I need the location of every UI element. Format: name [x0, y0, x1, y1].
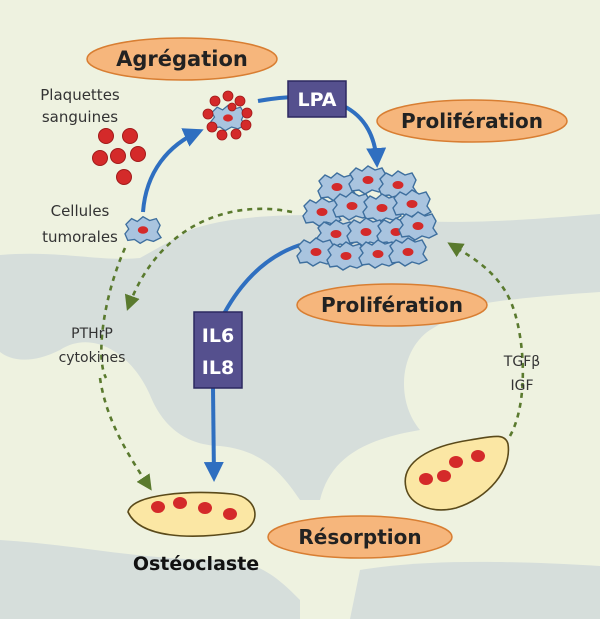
arrow-cells-to-aggregation	[141, 128, 204, 213]
label-resorption: Résorption	[298, 525, 421, 549]
label-cellules: Cellules	[51, 202, 110, 220]
label-il8: IL8	[202, 357, 234, 379]
label-plaquettes: Plaquettes	[40, 86, 120, 104]
bone-tissue	[0, 214, 600, 619]
label-sanguines: sanguines	[42, 108, 118, 126]
tumor-cell	[124, 216, 162, 244]
platelets	[92, 128, 146, 185]
label-proliferation-mid: Prolifération	[321, 293, 463, 317]
label-proliferation-top: Prolifération	[401, 109, 543, 133]
osteoclast-left	[127, 491, 256, 537]
label-tgfb: TGFβ	[503, 354, 540, 370]
pill-agregation: Agrégation	[86, 37, 278, 81]
green-arrows	[98, 207, 525, 491]
pill-proliferation-top: Prolifération	[376, 99, 568, 143]
osteoclast-right	[404, 435, 510, 511]
label-igf: IGF	[510, 378, 533, 394]
label-il6: IL6	[202, 325, 234, 347]
arrow-pthrp-to-osteoclast	[98, 377, 152, 491]
il-box: IL6 IL8	[193, 311, 243, 389]
label-osteoclaste: Ostéoclaste	[133, 553, 259, 575]
label-lpa: LPA	[298, 89, 337, 111]
arrow-tumor-to-pthrp	[124, 207, 293, 311]
label-pthrp: PTHrP	[71, 326, 113, 342]
text-labels: Plaquettes sanguines Cellules tumorales …	[40, 86, 540, 575]
label-tumorales: tumorales	[42, 228, 118, 246]
arrow-il-to-osteoclast	[203, 387, 224, 482]
pill-proliferation-mid: Prolifération	[296, 283, 488, 327]
label-cytokines: cytokines	[59, 350, 126, 366]
label-agregation: Agrégation	[116, 47, 248, 71]
pill-resorption: Résorption	[267, 515, 453, 559]
platelet-aggregate	[202, 90, 253, 141]
lpa-box: LPA	[287, 80, 347, 118]
